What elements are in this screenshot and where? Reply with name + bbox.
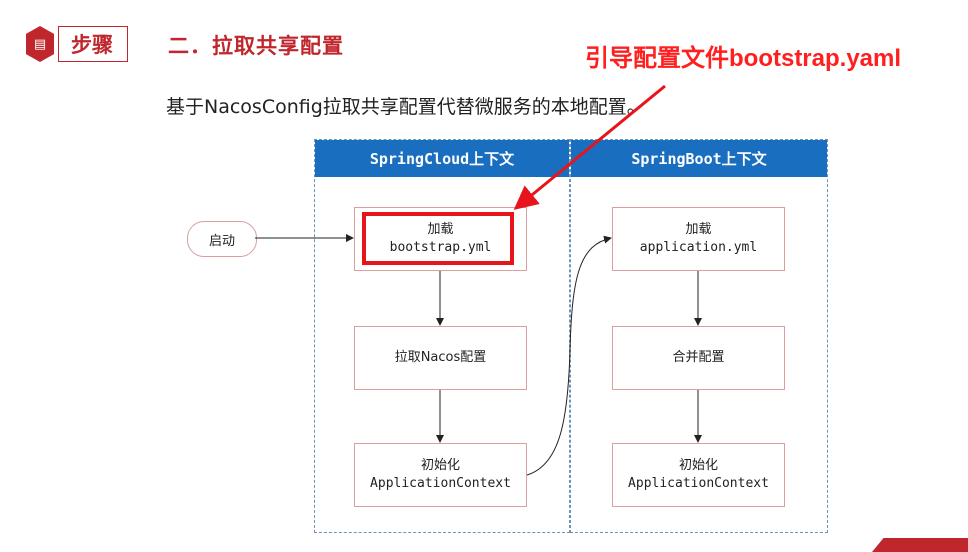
box-label: 加载 bbox=[427, 222, 454, 237]
springcloud-panel-title: SpringCloud上下文 bbox=[315, 140, 569, 177]
document-icon: ▤ bbox=[26, 26, 54, 62]
box-label: 加载 bbox=[685, 222, 712, 237]
description-text: 基于NacosConfig拉取共享配置代替微服务的本地配置。 bbox=[166, 96, 646, 118]
box-label: 初始化 bbox=[420, 458, 460, 473]
init-context-left-box: 初始化 ApplicationContext bbox=[354, 443, 527, 507]
annotation-text: 引导配置文件bootstrap.yaml bbox=[585, 45, 902, 72]
pull-nacos-config-box: 拉取Nacos配置 bbox=[354, 326, 527, 390]
box-filename: application.yml bbox=[639, 240, 758, 255]
springboot-panel: SpringBoot上下文 bbox=[570, 139, 828, 533]
bootstrap-highlight-frame bbox=[362, 212, 514, 265]
springboot-panel-title: SpringBoot上下文 bbox=[571, 140, 827, 177]
step-label: 步骤 bbox=[58, 26, 128, 62]
context-handoff-curve-arrow bbox=[526, 235, 612, 476]
init-context-right-box: 初始化 ApplicationContext bbox=[612, 443, 785, 507]
box-label: 初始化 bbox=[678, 458, 718, 473]
box-filename: bootstrap.yml bbox=[389, 240, 492, 255]
box-label: 拉取Nacos配置 bbox=[394, 350, 487, 365]
page-title: 二．拉取共享配置 bbox=[168, 34, 344, 58]
load-application-box: 加载 application.yml bbox=[612, 207, 785, 271]
box-classname: ApplicationContext bbox=[628, 476, 769, 491]
corner-decoration bbox=[872, 538, 968, 552]
start-node: 启动 bbox=[187, 221, 257, 257]
springcloud-panel: SpringCloud上下文 bbox=[314, 139, 570, 533]
annotation-pointer-arrow bbox=[513, 84, 666, 210]
step-badge: ▤ 步骤 bbox=[26, 26, 128, 62]
box-label: 合并配置 bbox=[672, 350, 725, 365]
load-bootstrap-box: 加载 bootstrap.yml bbox=[354, 207, 527, 271]
box-classname: ApplicationContext bbox=[370, 476, 511, 491]
merge-config-box: 合并配置 bbox=[612, 326, 785, 390]
